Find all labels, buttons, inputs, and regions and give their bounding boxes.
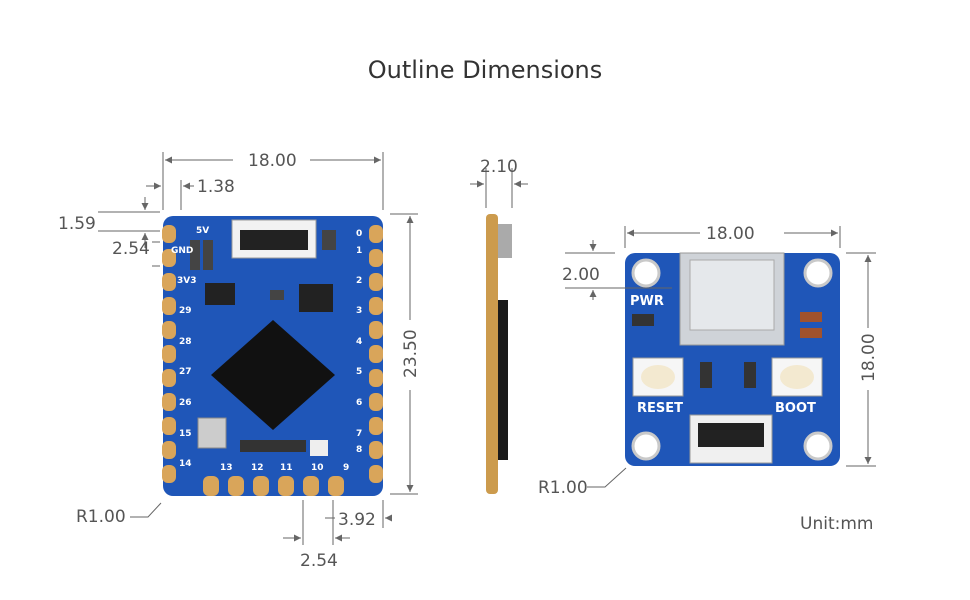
dim-corner-radius: R1.00 <box>76 507 126 527</box>
dim-edge-offset: 1.38 <box>197 177 235 197</box>
side-view <box>486 214 512 494</box>
dim-thickness: 2.10 <box>480 157 518 177</box>
pin-label: 15 <box>179 429 192 439</box>
pin-label: 5V <box>196 226 209 236</box>
dim-top-offset: 1.59 <box>58 214 96 234</box>
pin-label: 4 <box>356 337 362 347</box>
pin-label: 12 <box>251 463 264 473</box>
pin-label: 2 <box>356 276 362 286</box>
reset-label: RESET <box>637 401 683 416</box>
pin-label: 0 <box>356 229 362 239</box>
pin-label: 14 <box>179 459 192 469</box>
pin-label: 11 <box>280 463 293 473</box>
right-pads <box>369 225 383 483</box>
left-pads <box>162 225 176 483</box>
pin-label: 29 <box>179 306 192 316</box>
pin-label: 13 <box>220 463 233 473</box>
pin-label: 6 <box>356 398 362 408</box>
pin-label: 5 <box>356 367 362 377</box>
pwr-label: PWR <box>630 294 664 309</box>
pin-label: 3 <box>356 306 362 316</box>
bottom-pads <box>203 476 344 496</box>
dim-usb-height: 18.00 <box>859 333 879 382</box>
pin-label: 9 <box>343 463 349 473</box>
dim-usb-top-offset: 2.00 <box>562 265 600 285</box>
pin-label: GND <box>171 246 193 256</box>
pin-label: 7 <box>356 429 362 439</box>
main-board: 5V GND 3V3 29 28 27 26 15 14 0 1 2 3 4 5… <box>162 216 383 496</box>
pin-label: 1 <box>356 246 362 256</box>
dim-width: 18.00 <box>248 151 297 171</box>
pin-label: 27 <box>179 367 192 377</box>
dim-pin-pitch: 2.54 <box>112 239 150 259</box>
dim-usb-corner-radius: R1.00 <box>538 478 588 498</box>
pin-label: 10 <box>311 463 324 473</box>
pin-label: 28 <box>179 337 192 347</box>
pin-label: 8 <box>356 445 362 455</box>
unit-label: Unit:mm <box>800 514 874 534</box>
dim-bottom-pitch: 2.54 <box>300 551 338 571</box>
dim-usb-width: 18.00 <box>706 224 755 244</box>
dim-bottom-offset: 3.92 <box>338 510 376 530</box>
main-board-dimensions <box>98 152 418 545</box>
usb-board-dimensions <box>565 226 876 488</box>
usb-board: PWR RESET BOOT <box>625 252 840 466</box>
boot-label: BOOT <box>775 401 816 416</box>
dim-height: 23.50 <box>401 329 421 378</box>
pin-label: 26 <box>179 398 192 408</box>
side-view-dimensions <box>470 168 528 208</box>
page-title: Outline Dimensions <box>367 56 603 84</box>
pin-label: 3V3 <box>177 276 197 286</box>
